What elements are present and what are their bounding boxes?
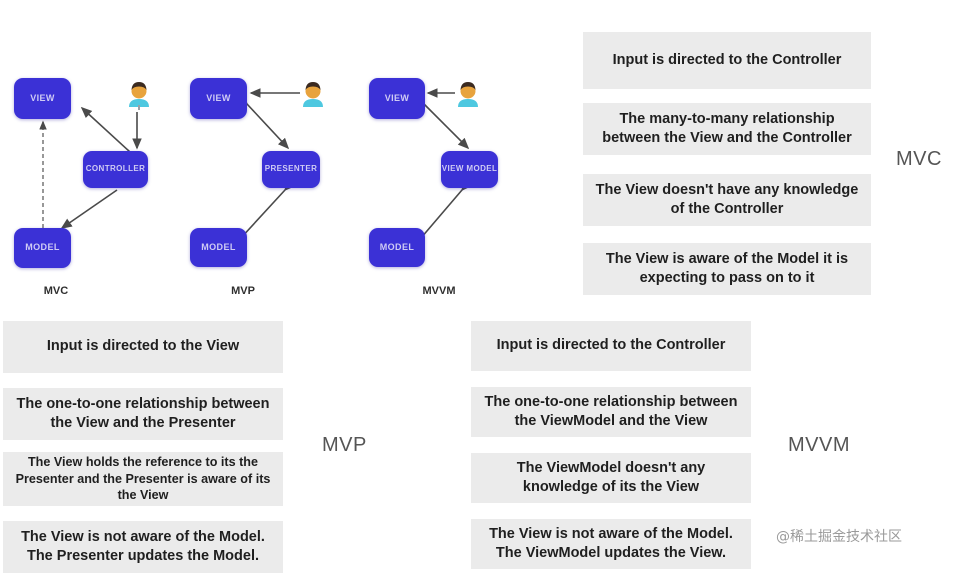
node-label: MODEL — [201, 241, 236, 252]
group-label-mvc: MVC — [896, 148, 942, 170]
callout-item: Input is directed to the Controller — [471, 321, 751, 371]
callout-item: The many-to-many relationship between th… — [583, 103, 871, 155]
node-view-model[interactable]: VIEW MODEL — [441, 151, 498, 188]
node-model[interactable]: MODEL — [14, 228, 71, 268]
arrow-view-to-viewmodel — [423, 103, 470, 150]
user-avatar-icon — [129, 82, 149, 110]
node-view[interactable]: VIEW — [190, 78, 247, 119]
diagram-caption-mvc: MVC — [43, 285, 69, 297]
watermark: @稀土掘金技术社区 — [776, 529, 902, 545]
node-label: PRESENTER — [264, 164, 318, 174]
node-label: MODEL — [25, 242, 60, 253]
node-label: VIEW — [384, 92, 410, 103]
node-view[interactable]: VIEW — [14, 78, 71, 119]
callout-item: The View is not aware of the Model. The … — [3, 521, 283, 573]
arrow-controller-to-model — [60, 189, 118, 229]
node-controller[interactable]: CONTROLLER — [83, 151, 148, 188]
callout-item: The View is not aware of the Model. The … — [471, 519, 751, 569]
node-model[interactable]: MODEL — [369, 228, 425, 267]
node-label: VIEW — [30, 92, 55, 103]
callout-item: Input is directed to the Controller — [583, 32, 871, 89]
arrow-view-presenter-bidirectional — [236, 93, 290, 150]
node-label: MODEL — [379, 241, 415, 252]
callout-item: Input is directed to the View — [3, 321, 283, 373]
node-label: VIEW — [206, 92, 231, 103]
arrow-controller-to-view — [80, 106, 131, 153]
node-label: VIEW MODEL — [441, 164, 498, 174]
user-avatar-icon — [458, 82, 478, 107]
callout-item: The View holds the reference to its the … — [3, 452, 283, 506]
user-avatar-icon — [303, 82, 323, 107]
node-presenter[interactable]: PRESENTER — [262, 151, 320, 188]
callout-item: The ViewModel doesn't any knowledge of i… — [471, 453, 751, 503]
node-model[interactable]: MODEL — [190, 228, 247, 267]
callout-item: The View doesn't have any knowledge of t… — [583, 174, 871, 226]
callout-item: The View is aware of the Model it is exp… — [583, 243, 871, 295]
callout-item: The one-to-one relationship between the … — [471, 387, 751, 437]
diagram-caption-mvp: MVP — [231, 285, 255, 297]
group-label-mvvm: MVVM — [788, 434, 850, 456]
diagram-caption-mvvm: MVVM — [422, 285, 456, 297]
callout-item: The one-to-one relationship between the … — [3, 388, 283, 440]
node-view[interactable]: VIEW — [369, 78, 425, 119]
group-label-mvp: MVP — [322, 434, 367, 456]
node-label: CONTROLLER — [85, 164, 146, 174]
